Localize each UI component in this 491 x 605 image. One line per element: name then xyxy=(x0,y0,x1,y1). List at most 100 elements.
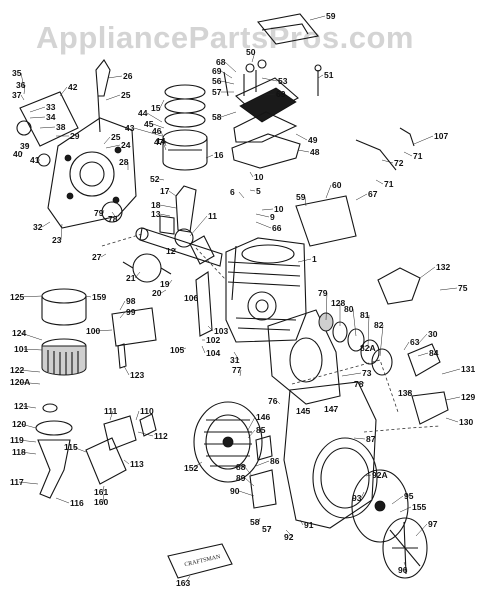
callout-number: 124 xyxy=(12,328,26,338)
callout-number: 155 xyxy=(412,502,426,512)
leader-line xyxy=(25,143,30,147)
leader-line xyxy=(375,179,384,185)
callout-number: 46 xyxy=(152,126,162,136)
callout-number: 102 xyxy=(206,335,220,345)
callout-number: 18 xyxy=(151,200,161,210)
leader-line xyxy=(255,213,270,218)
leader-line xyxy=(39,126,56,129)
callout-number: 42 xyxy=(68,82,78,92)
leader-line xyxy=(205,154,214,159)
callout-number: 79 xyxy=(318,288,328,298)
callout-number: 111 xyxy=(104,406,118,416)
leader-line xyxy=(160,130,165,141)
callout-number: 110 xyxy=(140,406,154,416)
piston-rings xyxy=(162,84,208,171)
leader-line xyxy=(23,84,26,95)
callout-number: 80 xyxy=(344,304,354,314)
leader-line xyxy=(445,417,459,423)
leader-line xyxy=(239,369,242,377)
leader-line xyxy=(20,332,43,341)
callout-number: 63 xyxy=(410,337,420,347)
callout-number: 12 xyxy=(166,246,176,256)
callout-number: 15 xyxy=(151,103,161,113)
leader-line xyxy=(365,474,372,477)
callout-number: 39 xyxy=(20,141,30,151)
leader-line xyxy=(159,99,165,109)
leader-line xyxy=(133,127,163,137)
callout-number: 125 xyxy=(10,292,24,302)
leader-line xyxy=(233,351,240,361)
callout-number: 25 xyxy=(121,90,131,100)
callout-number: 85 xyxy=(256,425,266,435)
leader-line xyxy=(403,341,410,351)
callout-number: 161 xyxy=(94,487,108,497)
crankcase-cover xyxy=(16,59,137,229)
callout-number: 43 xyxy=(125,123,135,133)
leader-line xyxy=(100,253,107,258)
callout-number: 23 xyxy=(52,235,62,245)
callout-number: 106 xyxy=(184,293,198,303)
leader-line xyxy=(261,208,274,211)
leader-line xyxy=(164,140,167,147)
leader-line xyxy=(160,289,167,294)
leader-line xyxy=(439,287,458,291)
callout-number: 93 xyxy=(352,493,362,503)
leader-line xyxy=(85,295,92,298)
leader-line xyxy=(251,51,256,63)
callout-number: 58 xyxy=(250,517,260,527)
leader-line xyxy=(103,136,111,145)
callout-number: 71 xyxy=(413,151,423,161)
callout-number: 90 xyxy=(230,486,240,496)
callout-number: 31 xyxy=(230,355,240,365)
leader-line xyxy=(22,348,43,351)
callout-number: 146 xyxy=(256,412,270,422)
guide-lines xyxy=(101,233,441,433)
callout-number: 30 xyxy=(428,329,438,339)
callout-number: 81 xyxy=(360,310,370,320)
callout-number: 92 xyxy=(284,532,294,542)
callout-number: 99 xyxy=(126,307,136,317)
leader-line xyxy=(137,431,154,437)
callout-number: 52 xyxy=(150,174,160,184)
callout-number: 122 xyxy=(10,365,24,375)
callout-number: 92A xyxy=(372,470,388,480)
callout-number: 1 xyxy=(312,254,317,264)
callout-number: 33 xyxy=(46,102,56,112)
callout-number: 105 xyxy=(170,345,184,355)
leader-line xyxy=(158,178,165,181)
leader-line xyxy=(352,308,357,337)
callout-number: 50 xyxy=(246,47,256,57)
baffle-shroud xyxy=(267,127,415,405)
leader-line xyxy=(247,429,256,439)
callout-number: 19 xyxy=(160,279,170,289)
leader-line xyxy=(297,149,310,153)
callout-number: 26 xyxy=(123,71,133,81)
leader-line xyxy=(119,311,126,319)
leader-line xyxy=(367,314,370,347)
callout-number: 116 xyxy=(70,498,84,508)
callout-number: 130 xyxy=(459,417,473,427)
leader-line xyxy=(399,506,412,513)
leader-line xyxy=(20,72,25,89)
leader-line xyxy=(159,204,177,209)
leader-line xyxy=(391,495,404,505)
leader-line xyxy=(111,211,118,220)
callout-number: 132 xyxy=(436,262,450,272)
leader-line xyxy=(168,190,177,197)
callout-number: 66 xyxy=(272,223,282,233)
callout-number: 163 xyxy=(176,578,190,588)
leader-line xyxy=(325,184,332,199)
leader-line xyxy=(22,405,37,409)
callout-number: 59 xyxy=(326,11,336,21)
leader-line xyxy=(309,15,326,21)
leader-line xyxy=(255,460,270,467)
callout-number: 68 xyxy=(216,57,226,67)
callout-number: 11 xyxy=(208,211,217,221)
leader-line xyxy=(304,409,311,412)
starter-stack xyxy=(318,267,449,425)
leader-line xyxy=(123,459,130,465)
leader-line xyxy=(355,193,368,201)
leader-line xyxy=(295,133,308,141)
callout-number: 160 xyxy=(94,497,108,507)
